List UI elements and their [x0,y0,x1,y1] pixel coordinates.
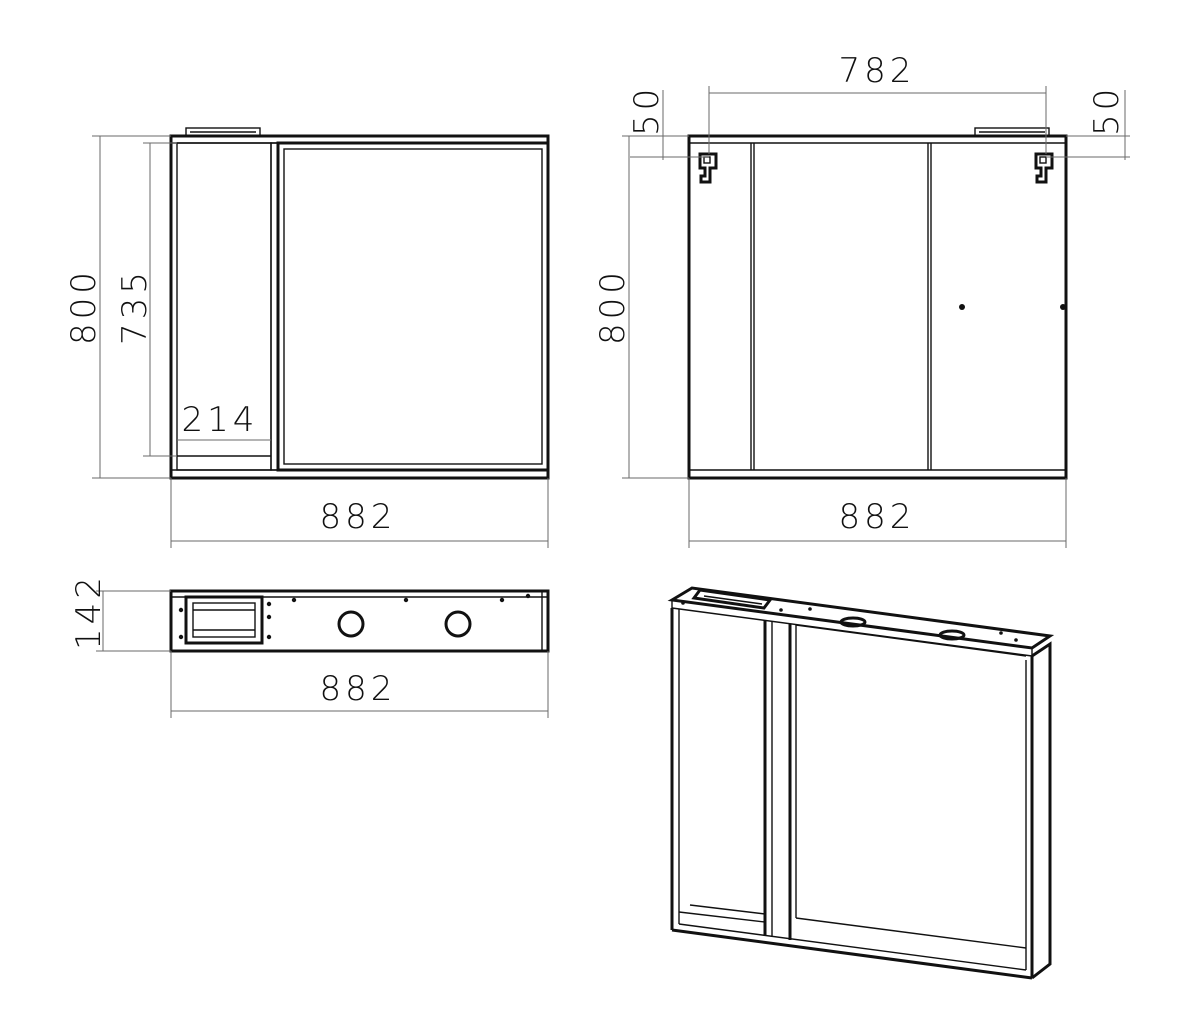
left-hanger-icon [698,152,718,184]
back-width-label: 882 [839,497,916,537]
front-height-dimension: 800 [64,135,171,479]
front-shelf-width-dimension: 214 [177,400,271,441]
top-depth-dimension: 142 [69,573,171,652]
back-hanger-spacing-label: 782 [839,51,916,91]
top-light-fixture [185,127,261,137]
back-hanger-spacing-dimension: 782 [708,51,1047,154]
front-height-outer-label: 800 [64,268,104,345]
cable-hole-left [337,610,365,638]
back-right-offset-dimension: 50 [1046,85,1130,160]
cable-hole-right [444,610,472,638]
top-width-label: 882 [320,669,397,709]
top-view [169,589,550,653]
front-height-inner-label: 735 [115,268,155,345]
back-height-dimension: 800 [593,135,689,479]
right-hanger-icon [1034,152,1054,184]
front-width-label: 882 [320,497,397,537]
top-depth-label: 142 [69,573,109,650]
front-width-dimension: 882 [170,478,549,548]
front-inner-height-dimension: 735 [115,142,177,457]
back-left-offset-label: 50 [627,85,667,136]
back-height-label: 800 [593,268,633,345]
front-shelf-width-label: 214 [182,400,259,440]
back-width-dimension: 882 [688,478,1067,548]
back-view [687,127,1068,480]
back-right-offset-label: 50 [1087,85,1127,136]
back-left-offset-dimension: 50 [627,85,709,160]
front-view [169,127,550,480]
isometric-view [667,586,1055,980]
top-width-dimension: 882 [170,651,549,718]
